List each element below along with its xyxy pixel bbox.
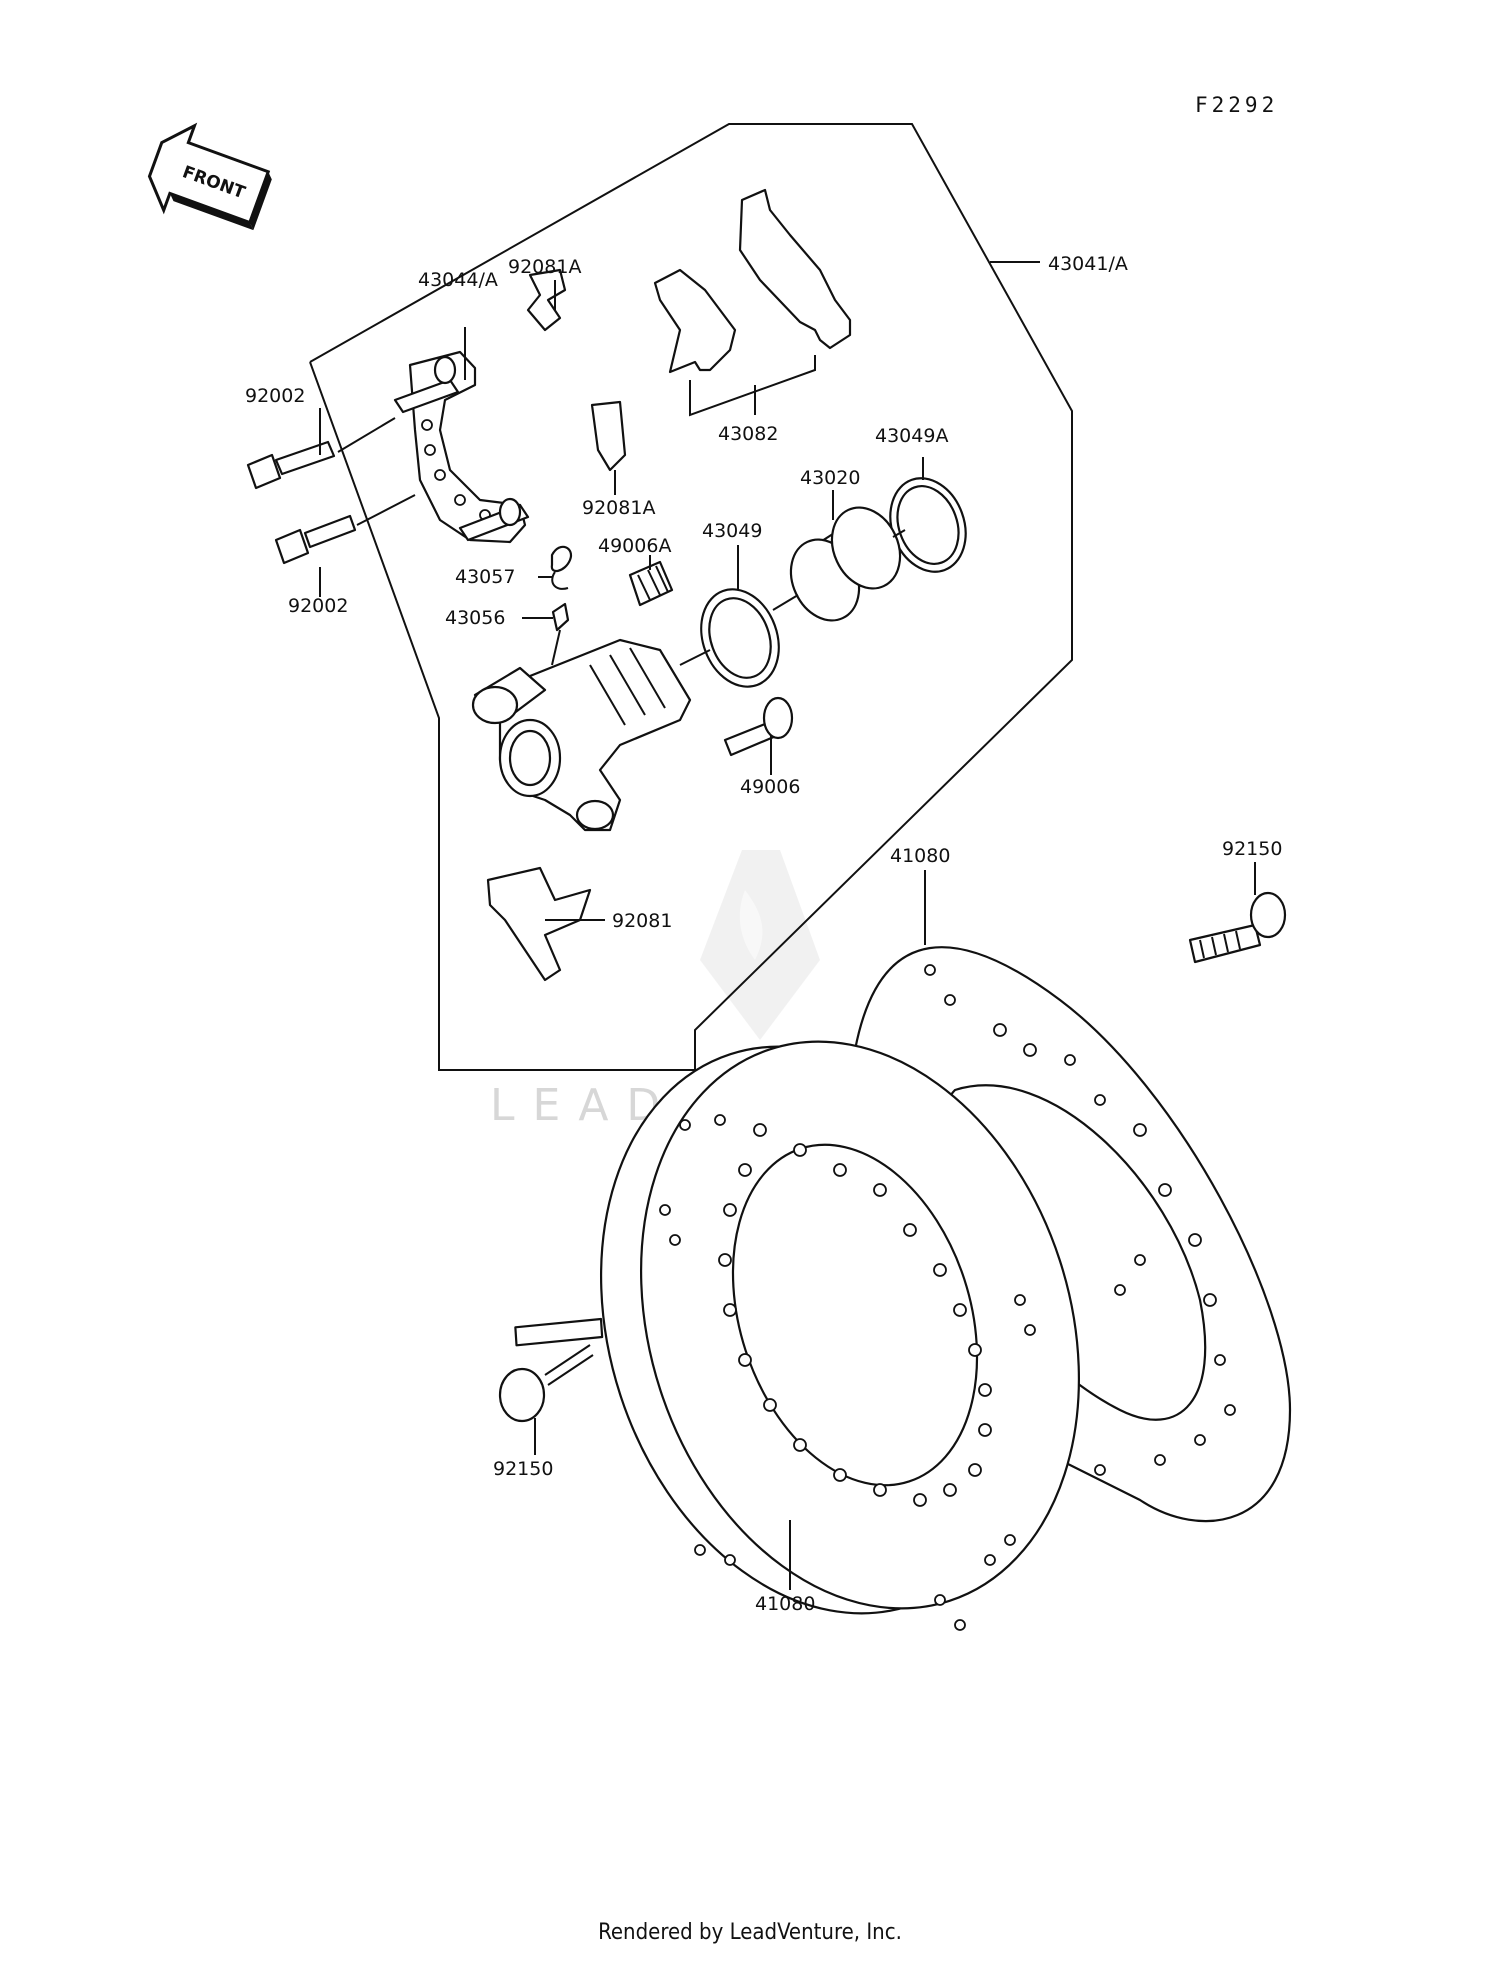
front-disc-holes xyxy=(659,1114,1036,1631)
label-43049: 43049 xyxy=(702,520,762,542)
pad-spring-upper xyxy=(526,268,567,332)
label-43041a: 43041/A xyxy=(1048,253,1128,275)
watermark-logo xyxy=(700,850,820,1040)
seal-43049 xyxy=(700,588,780,688)
front-arrow-icon: FRONT xyxy=(147,122,272,231)
label-49006a: 49006A xyxy=(598,535,671,557)
slide-pin xyxy=(723,696,794,757)
bleeder-valve xyxy=(551,602,570,666)
label-92081: 92081 xyxy=(612,910,672,932)
diagram-code: F2292 xyxy=(1195,93,1278,117)
bolt-lower xyxy=(274,514,357,565)
caliper-assembly-boundary xyxy=(309,123,1073,1071)
piston xyxy=(789,506,902,622)
caliper-bracket xyxy=(393,350,530,544)
bleeder-cap xyxy=(550,545,573,590)
label-43044a: 43044/A xyxy=(418,269,498,291)
label-92150-left: 92150 xyxy=(493,1458,553,1480)
label-92150-right: 92150 xyxy=(1222,838,1282,860)
disc-bolt-left xyxy=(498,1317,604,1423)
label-92081a-upper: 92081A xyxy=(508,256,581,278)
leader-lines xyxy=(319,280,1256,1590)
label-43057: 43057 xyxy=(455,566,515,588)
brake-pads xyxy=(653,188,852,417)
label-92002-lower: 92002 xyxy=(288,595,348,617)
pad-spring-lower xyxy=(486,866,592,982)
label-49006: 49006 xyxy=(740,776,800,798)
label-43020: 43020 xyxy=(800,467,860,489)
footer-credit: Rendered by LeadVenture, Inc. xyxy=(598,1920,902,1945)
label-41080-top: 41080 xyxy=(890,845,950,867)
disc-bolt-right xyxy=(1188,891,1287,964)
label-43056: 43056 xyxy=(445,607,505,629)
bolt-upper xyxy=(246,440,336,490)
label-41080-bottom: 41080 xyxy=(755,1593,815,1615)
label-92002-upper: 92002 xyxy=(245,385,305,407)
pad-spring-mid xyxy=(590,400,627,472)
label-43049a: 43049A xyxy=(875,425,948,447)
seal-43049a xyxy=(889,477,967,573)
caliper-body xyxy=(471,638,692,832)
label-92081a-mid: 92081A xyxy=(582,497,655,519)
label-43082: 43082 xyxy=(718,423,778,445)
